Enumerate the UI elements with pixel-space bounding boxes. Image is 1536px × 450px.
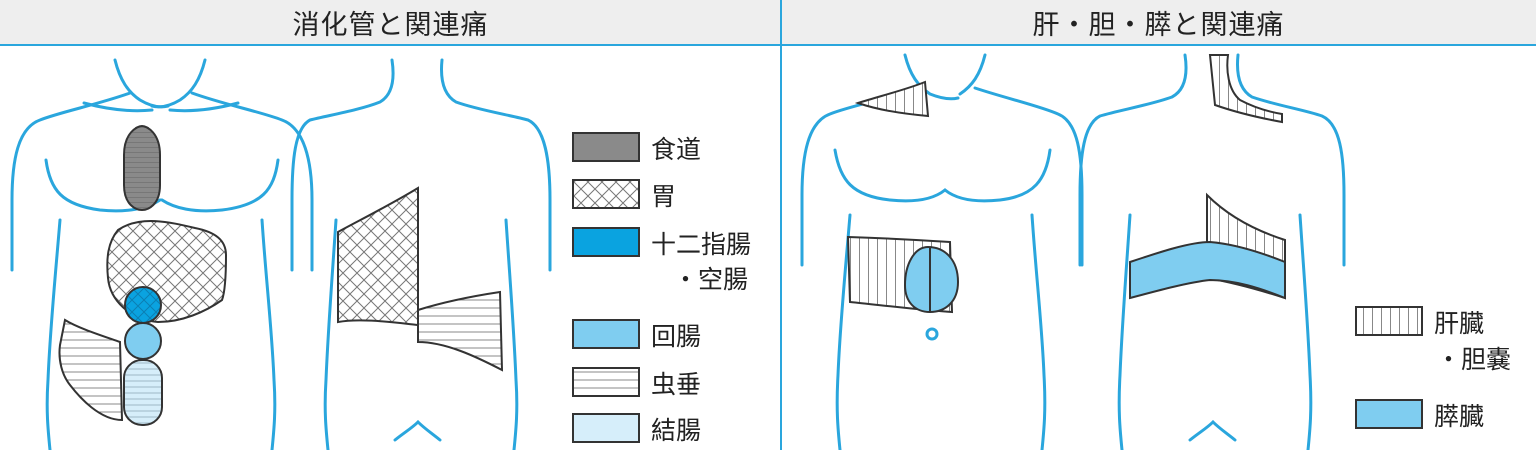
legend-label-colon: 結腸 bbox=[651, 416, 701, 445]
legend-label-appendix: 虫垂 bbox=[651, 370, 701, 399]
legend-swatch-colon bbox=[572, 413, 640, 443]
legend-label-pancreas: 膵臓 bbox=[1434, 402, 1484, 431]
legend-label-ileum: 回腸 bbox=[651, 322, 701, 351]
legend-swatch-duodenum bbox=[572, 227, 640, 257]
appendix-back-region bbox=[417, 290, 504, 372]
legend-label-duodenum-line1: 十二指腸 bbox=[651, 230, 751, 259]
left-panel: 消化管と関連痛 bbox=[0, 0, 781, 46]
legend-label-liver-line2: ・胆嚢 bbox=[1436, 345, 1511, 374]
liver-shoulder-back-region bbox=[1208, 54, 1283, 124]
appendix-region bbox=[58, 318, 124, 422]
right-panel-title: 肝・胆・膵と関連痛 bbox=[781, 0, 1536, 46]
legend-swatch-esophagus bbox=[572, 132, 640, 162]
duodenum-region bbox=[124, 286, 162, 324]
right-panel: 肝・胆・膵と関連痛 bbox=[781, 0, 1536, 450]
legend-swatch-pancreas bbox=[1355, 399, 1423, 429]
liver-shoulder-front-region bbox=[854, 80, 930, 118]
right-legend: 肝臓 ・胆嚢 膵臓 bbox=[1355, 306, 1511, 431]
panel-divider bbox=[780, 0, 782, 450]
legend-swatch-ileum bbox=[572, 319, 640, 349]
legend-swatch-liver bbox=[1355, 306, 1423, 336]
colon-region bbox=[123, 359, 163, 426]
gallbladder-front-region bbox=[903, 245, 960, 314]
left-legend: 食道 胃 十二指腸 ・空腸 回腸 虫垂 結腸 bbox=[572, 132, 751, 445]
legend-label-stomach: 胃 bbox=[651, 182, 676, 211]
left-front-torso bbox=[10, 58, 314, 450]
ileum-region bbox=[124, 322, 162, 360]
left-panel-title: 消化管と関連痛 bbox=[0, 0, 781, 46]
legend-label-liver-line1: 肝臓 bbox=[1434, 309, 1484, 338]
right-back-torso bbox=[1078, 53, 1346, 450]
stomach-back-region bbox=[337, 186, 419, 327]
legend-swatch-stomach bbox=[572, 179, 640, 209]
legend-label-duodenum-line2: ・空腸 bbox=[673, 265, 748, 294]
esophagus-region bbox=[123, 124, 161, 212]
pancreas-back-region bbox=[1129, 240, 1286, 300]
left-back-torso bbox=[290, 58, 552, 450]
legend-label-esophagus: 食道 bbox=[651, 135, 701, 164]
legend-swatch-appendix bbox=[572, 367, 640, 397]
